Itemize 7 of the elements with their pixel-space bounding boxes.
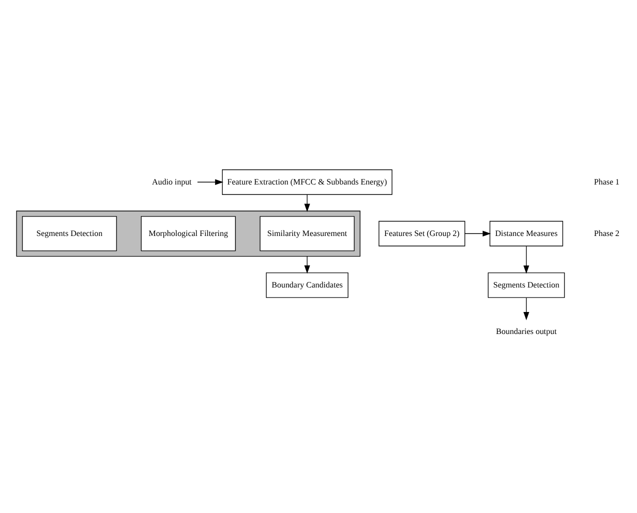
arrow xyxy=(464,230,491,236)
arrow xyxy=(304,194,310,212)
arrow xyxy=(523,296,530,320)
cluster xyxy=(16,210,360,256)
arrow xyxy=(523,245,530,274)
arrow xyxy=(304,255,310,274)
arrow xyxy=(197,178,224,184)
